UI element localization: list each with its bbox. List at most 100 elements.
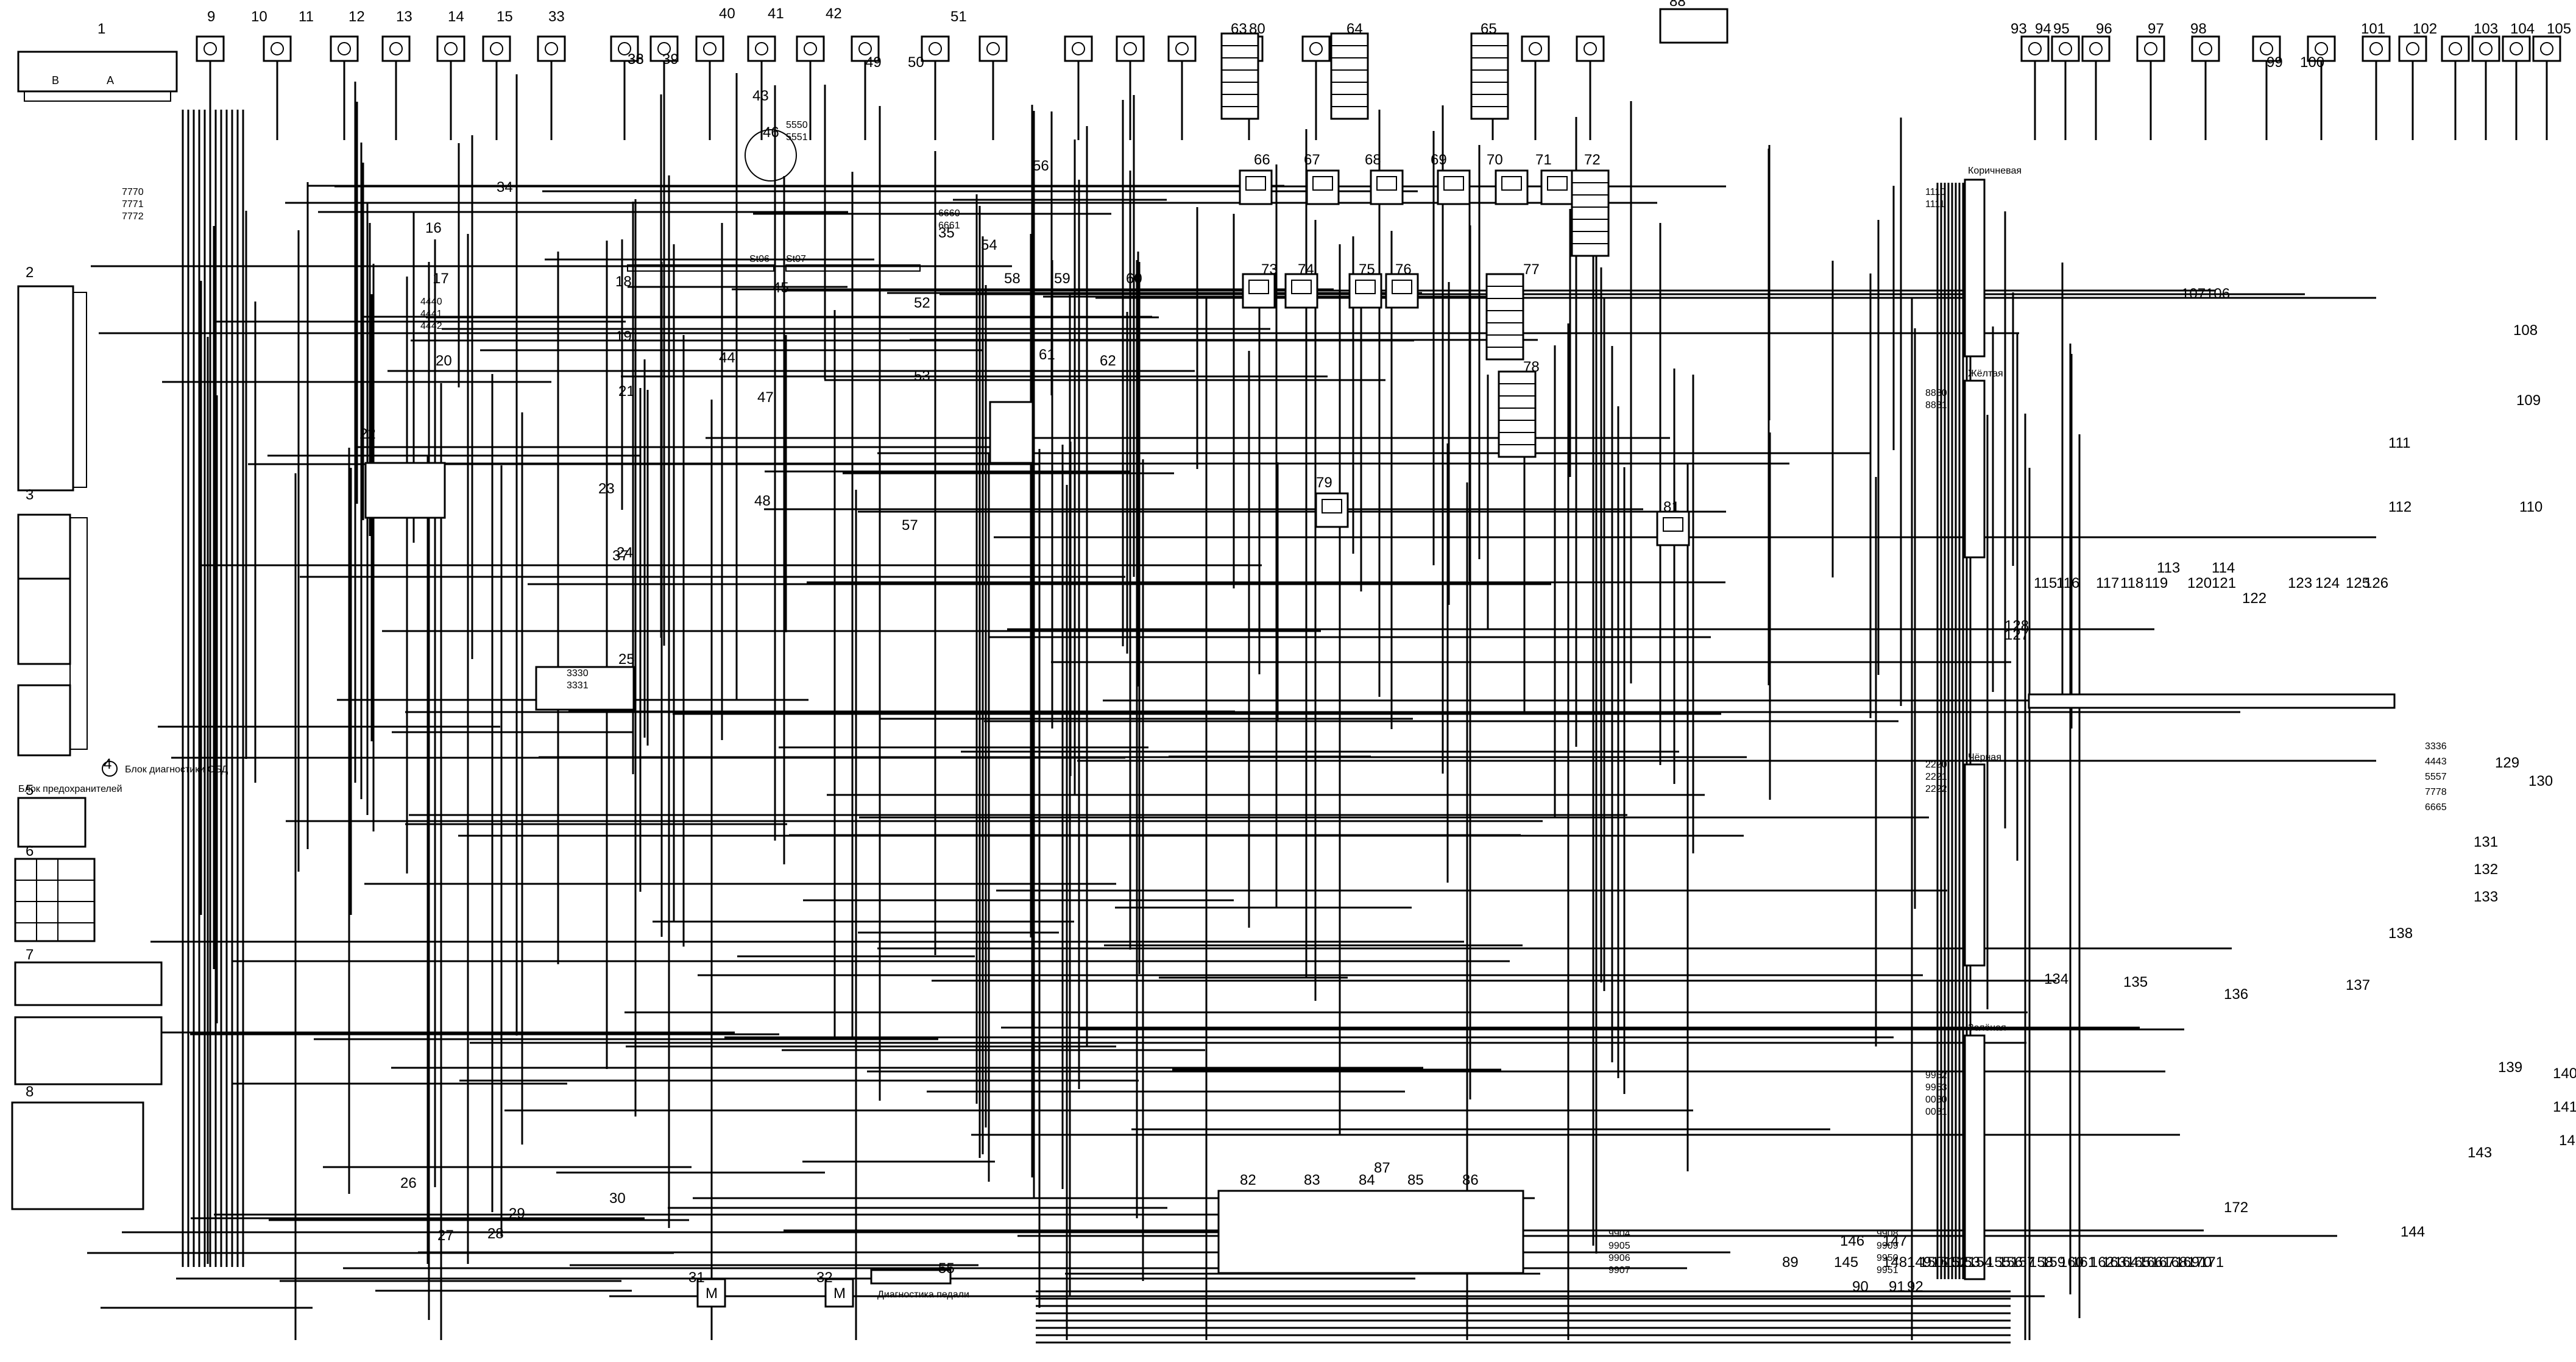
component-number: 164 (2114, 1254, 2139, 1271)
component-number: 125 (2346, 575, 2370, 591)
wire-code: 2220 (1925, 760, 1947, 770)
relay (1656, 510, 1690, 546)
component-number: 3 (26, 487, 34, 503)
component-number: 28 (487, 1226, 504, 1242)
component-number: 74 (1298, 261, 1314, 278)
component-number: 101 (2361, 21, 2385, 37)
wire-code: 6665 (2425, 802, 2447, 813)
wire-code: 0081 (1925, 1107, 1947, 1117)
component-number: 106 (2206, 286, 2230, 302)
component-number: 27 (437, 1227, 454, 1244)
component-number: 46 (763, 124, 779, 141)
diag-block-label: Блок диагностики ОБД (125, 764, 228, 775)
wire-code: 9952 (1925, 1070, 1947, 1081)
connector-symbol (2532, 35, 2561, 140)
connector-symbol (2398, 35, 2427, 140)
component-number: 150 (1919, 1254, 1944, 1271)
component-number: 156 (1998, 1254, 2023, 1271)
component-number: 113 (2157, 560, 2180, 576)
component-number: 23 (598, 481, 615, 497)
component-number: 145 (1834, 1254, 1858, 1271)
component-number: 15 (497, 9, 513, 25)
component-number: 51 (950, 9, 967, 25)
component-number: 57 (902, 517, 918, 534)
connector-symbol (482, 35, 511, 140)
wire-code: 9909 (1877, 1241, 1898, 1251)
component-number: 75 (1359, 261, 1375, 278)
component-number: 6 (26, 843, 34, 859)
component-number: 154 (1968, 1254, 1992, 1271)
component-number: 110 (2519, 499, 2542, 515)
connector-symbol (1167, 35, 1197, 140)
connector-symbol (436, 35, 465, 140)
component-55-connector: Диагностика педали (870, 1269, 969, 1300)
component-number: 78 (1523, 359, 1540, 375)
component-number: 63 (1231, 21, 1247, 37)
component-number: 104 (2510, 21, 2535, 37)
component-number: 149 (1907, 1254, 1931, 1271)
fuse-column (1470, 32, 1509, 120)
wire-code: 3331 (567, 680, 589, 691)
component-number: 38 (628, 51, 644, 68)
wire-code: 8880 (1925, 388, 1947, 398)
component-number: 44 (719, 350, 735, 366)
component-number: 70 (1487, 152, 1503, 168)
component-number: 54 (981, 237, 997, 253)
component-number: 146 (1840, 1233, 1864, 1249)
wire-code: 2221 (1925, 772, 1947, 782)
component-number: 20 (436, 353, 452, 369)
component-number: 49 (865, 54, 882, 71)
relay (1242, 273, 1276, 309)
component-number: 135 (2123, 974, 2148, 990)
wire-code: 3336 (2425, 741, 2447, 752)
component-number: 138 (2388, 925, 2413, 942)
component-32-motor: М (824, 1278, 854, 1308)
component-number: 103 (2474, 21, 2498, 37)
component-number: 119 (2145, 575, 2168, 591)
component-number: 132 (2474, 861, 2498, 878)
connector-yellow: Жёлтая (1964, 369, 2003, 559)
wire-code: 5550 (786, 120, 808, 130)
connector-symbol (537, 35, 566, 140)
component-number: 81 (1663, 499, 1680, 515)
fuse-block-label: Блок предохранителей (18, 784, 122, 794)
connector-yellow-label: Жёлтая (1968, 369, 2003, 379)
component-number: 84 (1359, 1172, 1375, 1188)
harness-horizontal-bundles (87, 185, 2376, 1344)
connector-black: Чёрная (1964, 752, 2001, 967)
component-number: 16 (425, 220, 442, 236)
component-number: 30 (609, 1190, 626, 1207)
component-number: 42 (826, 5, 842, 22)
component-88-connector (1659, 8, 1729, 44)
component-22-block (364, 462, 446, 519)
component-number: 48 (754, 493, 771, 509)
header-1a: В (52, 74, 59, 86)
header-1b: А (107, 74, 114, 86)
component-number: 71 (1535, 152, 1552, 168)
component-number: 141 (2553, 1099, 2576, 1115)
component-25-block (535, 666, 635, 711)
wire-code-labels: 7770777177724440444144423330333155505551… (122, 120, 2447, 1276)
component-number: 121 (2212, 575, 2236, 591)
component-8-light-switch (11, 1101, 144, 1210)
connector-green: Зелёная (1964, 1023, 2006, 1280)
connector-symbol (2136, 35, 2165, 140)
component-number: 165 (2126, 1254, 2151, 1271)
ground-label-st06: St06 (749, 254, 770, 264)
component-number: 111 (2388, 435, 2410, 451)
component-number: 55 (938, 1260, 955, 1277)
component-number: 85 (1407, 1172, 1424, 1188)
component-number: 161 (2072, 1254, 2096, 1271)
connector-symbol (2471, 35, 2500, 140)
component-number: 62 (1100, 353, 1116, 369)
component-number: 58 (1004, 270, 1021, 287)
connector-symbol (2362, 35, 2391, 140)
component-number: 89 (1782, 1254, 1799, 1271)
component-number: 36 (628, 51, 644, 68)
connector-symbol (2441, 35, 2470, 140)
component-134-connector (2028, 693, 2396, 709)
fuse-column (1571, 169, 1610, 257)
relay (1385, 273, 1419, 309)
component-number: 167 (2151, 1254, 2175, 1271)
wire-code: 5557 (2425, 772, 2447, 782)
